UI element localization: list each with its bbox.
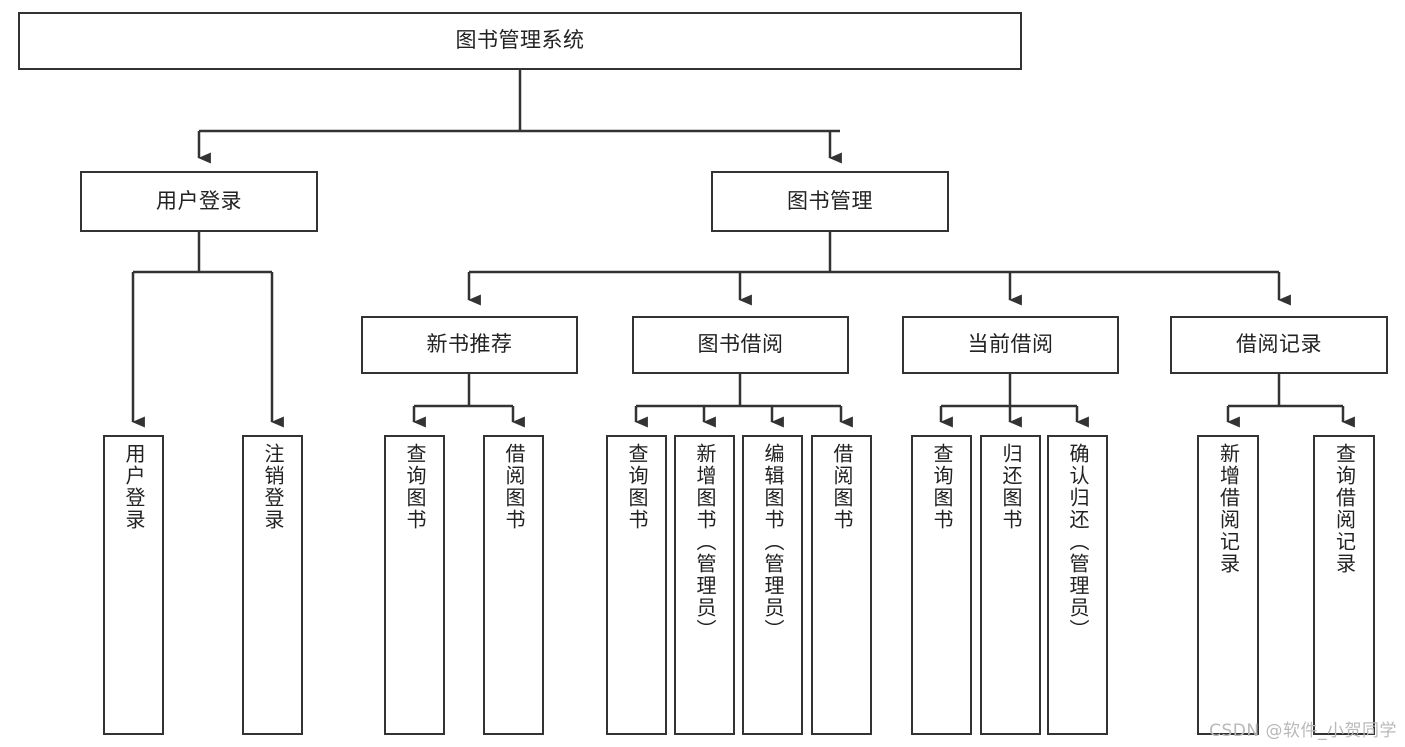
node-new-book-recommend-label: 新书推荐	[426, 332, 513, 357]
node-user-login[interactable]: 用户登录	[80, 171, 318, 232]
node-leaf-user-logout-label: 注销登录	[261, 443, 285, 531]
node-leaf-confirm-return[interactable]: 确认归还（管理员）	[1047, 435, 1108, 735]
node-leaf-query-book-2[interactable]: 查询图书	[606, 435, 667, 735]
node-leaf-return-book[interactable]: 归还图书	[980, 435, 1041, 735]
node-leaf-user-login-label: 用户登录	[122, 443, 146, 531]
node-leaf-query-book-1-label: 查询图书	[403, 443, 427, 531]
node-book-manage-label: 图书管理	[787, 188, 873, 213]
node-leaf-borrow-book-2[interactable]: 借阅图书	[811, 435, 872, 735]
node-leaf-borrow-book-2-label: 借阅图书	[830, 443, 854, 531]
node-root-label: 图书管理系统	[455, 28, 585, 53]
node-new-book-recommend[interactable]: 新书推荐	[361, 316, 578, 374]
node-leaf-query-book-2-label: 查询图书	[625, 443, 649, 531]
node-leaf-query-book-3[interactable]: 查询图书	[911, 435, 972, 735]
node-leaf-edit-book-label: 编辑图书（管理员）	[761, 443, 785, 641]
node-leaf-confirm-return-label: 确认归还（管理员）	[1066, 443, 1090, 641]
node-user-login-label: 用户登录	[156, 188, 242, 213]
node-leaf-add-record-label: 新增借阅记录	[1216, 443, 1241, 575]
node-current-borrow[interactable]: 当前借阅	[902, 316, 1119, 374]
node-leaf-add-book[interactable]: 新增图书（管理员）	[674, 435, 735, 735]
node-book-borrow-label: 图书借阅	[697, 332, 784, 357]
node-leaf-borrow-book-1[interactable]: 借阅图书	[483, 435, 544, 735]
node-leaf-user-logout[interactable]: 注销登录	[242, 435, 303, 735]
node-borrow-record-label: 借阅记录	[1236, 332, 1322, 357]
node-book-manage[interactable]: 图书管理	[711, 171, 949, 232]
node-borrow-record[interactable]: 借阅记录	[1170, 316, 1388, 374]
node-leaf-borrow-book-1-label: 借阅图书	[502, 443, 526, 531]
node-leaf-query-record-label: 查询借阅记录	[1332, 443, 1357, 575]
node-leaf-return-book-label: 归还图书	[999, 443, 1023, 531]
node-root[interactable]: 图书管理系统	[18, 12, 1022, 70]
node-leaf-edit-book[interactable]: 编辑图书（管理员）	[742, 435, 803, 735]
node-book-borrow[interactable]: 图书借阅	[632, 316, 849, 374]
node-current-borrow-label: 当前借阅	[967, 332, 1054, 357]
node-leaf-query-book-1[interactable]: 查询图书	[384, 435, 445, 735]
node-leaf-query-book-3-label: 查询图书	[930, 443, 954, 531]
node-leaf-query-record[interactable]: 查询借阅记录	[1313, 435, 1375, 735]
node-leaf-user-login[interactable]: 用户登录	[103, 435, 164, 735]
node-leaf-add-record[interactable]: 新增借阅记录	[1197, 435, 1259, 735]
node-leaf-add-book-label: 新增图书（管理员）	[693, 443, 717, 641]
